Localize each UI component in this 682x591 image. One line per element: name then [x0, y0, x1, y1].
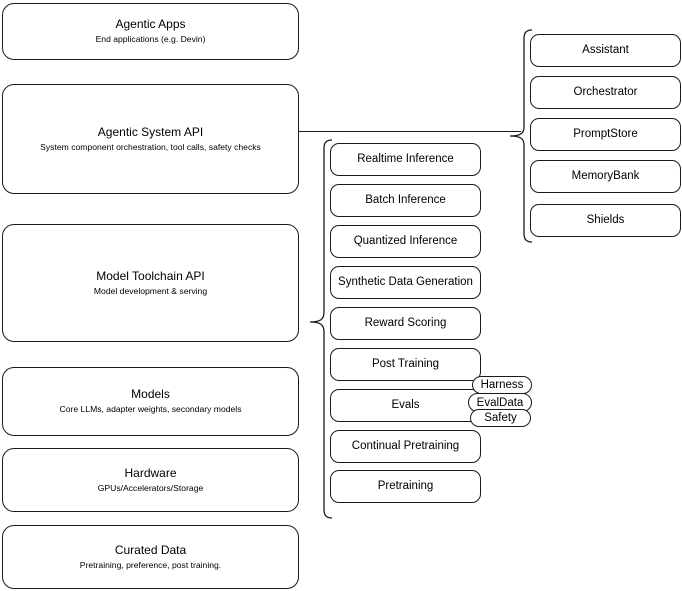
component-label: Quantized Inference: [353, 235, 458, 247]
component-label: Orchestrator: [573, 86, 638, 98]
toolchain-component-reward-scoring[interactable]: Reward Scoring: [330, 307, 481, 340]
component-label: Shields: [586, 214, 625, 226]
toolchain-component-realtime-inference[interactable]: Realtime Inference: [330, 143, 481, 176]
layer-subtitle: Pretraining, preference, post training.: [79, 559, 222, 570]
connector-system-api-to-components: [299, 131, 521, 133]
toolchain-component-post-training[interactable]: Post Training: [330, 348, 481, 381]
system-component-memorybank[interactable]: MemoryBank: [530, 160, 681, 193]
layer-subtitle: GPUs/Accelerators/Storage: [97, 482, 204, 493]
component-label: MemoryBank: [571, 170, 640, 182]
component-label: Reward Scoring: [364, 317, 447, 329]
toolchain-component-continual-pretraining[interactable]: Continual Pretraining: [330, 430, 481, 463]
layer-title: Models: [131, 387, 170, 401]
layer-box-models[interactable]: Models Core LLMs, adapter weights, secon…: [2, 367, 299, 436]
layer-box-agentic-system-api[interactable]: Agentic System API System component orch…: [2, 84, 299, 194]
component-label: Assistant: [582, 44, 629, 56]
layer-title: Hardware: [124, 465, 177, 480]
layer-title: Curated Data: [114, 542, 187, 557]
subcomponent-label: EvalData: [476, 396, 524, 409]
layer-subtitle: Core LLMs, adapter weights, secondary mo…: [59, 404, 242, 414]
component-label: Realtime Inference: [357, 153, 454, 165]
system-component-assistant[interactable]: Assistant: [530, 34, 681, 67]
layer-box-curated-data[interactable]: Curated Data Pretraining, preference, po…: [2, 525, 299, 589]
component-label: Pretraining: [377, 480, 434, 492]
component-label: Continual Pretraining: [351, 440, 460, 452]
layer-subtitle: End applications (e.g. Devin): [95, 34, 206, 44]
layer-subtitle: Model development & serving: [93, 285, 208, 296]
component-label: PromptStore: [573, 128, 638, 140]
layer-subtitle: System component orchestration, tool cal…: [40, 141, 261, 152]
component-label: Synthetic Data Generation: [338, 276, 473, 288]
evals-subcomponent-safety[interactable]: Safety: [470, 409, 531, 427]
toolchain-component-synthetic-data-generation[interactable]: Synthetic Data Generation: [330, 266, 481, 299]
toolchain-component-pretraining[interactable]: Pretraining: [330, 470, 481, 503]
component-label: Evals: [391, 399, 420, 411]
system-component-orchestrator[interactable]: Orchestrator: [530, 76, 681, 109]
subcomponent-label: Safety: [484, 412, 517, 424]
layer-box-hardware[interactable]: Hardware GPUs/Accelerators/Storage: [2, 448, 299, 512]
system-component-shields[interactable]: Shields: [530, 204, 681, 237]
layer-box-model-toolchain-api[interactable]: Model Toolchain API Model development & …: [2, 224, 299, 342]
layer-box-agentic-apps[interactable]: Agentic Apps End applications (e.g. Devi…: [2, 3, 299, 60]
layer-title: Model Toolchain API: [96, 268, 205, 283]
toolchain-component-quantized-inference[interactable]: Quantized Inference: [330, 225, 481, 258]
toolchain-component-evals[interactable]: Evals: [330, 389, 481, 422]
toolchain-component-batch-inference[interactable]: Batch Inference: [330, 184, 481, 217]
component-label: Batch Inference: [365, 194, 446, 206]
subcomponent-label: Harness: [480, 379, 524, 391]
system-component-promptstore[interactable]: PromptStore: [530, 118, 681, 151]
layer-title: Agentic System API: [97, 124, 204, 139]
layer-title: Agentic Apps: [115, 17, 186, 31]
evals-subcomponent-harness[interactable]: Harness: [472, 376, 532, 394]
component-label: Post Training: [371, 358, 440, 370]
